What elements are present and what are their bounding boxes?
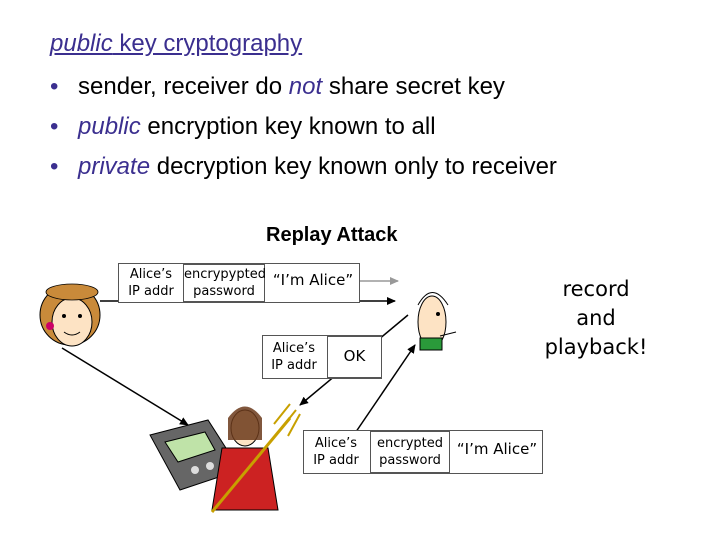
msg3-claim: “I’m Alice” [456,440,538,458]
trudy-icon [210,403,301,513]
msg3-password-line1: encrypted [376,436,444,451]
msg1-password-cell: encrypypted password [183,264,266,302]
recorder-icon [149,419,241,491]
msg1-claim: “I’m Alice” [272,271,354,289]
note-line-1: record [562,277,630,301]
msg2-alice-line2: IP addr [271,358,317,373]
bullet-dot: • [50,73,59,100]
message-3-box: Alice’s IP addr encrypted password “I’m … [303,430,543,474]
msg1-alice-line1: Alice’s [129,267,173,282]
msg2-ok: OK [343,347,366,365]
msg3-alice-line2: IP addr [313,453,359,468]
bullet-dot: • [50,153,59,180]
msg3-password-cell: encrypted password [370,431,450,473]
slide-heading: public key cryptography [50,30,302,58]
bullet-list: •sender, receiver do not share secret ke… [50,70,557,190]
bullet-item: •private decryption key known only to re… [50,150,557,190]
message-2-box: Alice’s IP addr OK [262,335,382,379]
msg2-ok-cell: OK [327,336,382,378]
msg1-password-line1: encrypypted [184,267,266,282]
heading-italic: public [50,30,113,57]
msg3-alice-line1: Alice’s [314,436,358,451]
arrow-alice-to-recorder [61,347,189,426]
diagram-title: Replay Attack [266,224,398,246]
bullet-item: •sender, receiver do not share secret ke… [50,70,557,110]
message-1-box: Alice’s IP addr encrypypted password “I’… [118,263,360,303]
msg1-password-line2: password [193,284,255,299]
heading-rest: key cryptography [112,30,303,57]
msg1-alice-line2: IP addr [128,284,174,299]
bob-icon [417,292,457,351]
msg3-password-line2: password [379,453,441,468]
alice-icon [39,283,101,347]
record-playback-note: record and playback! [540,275,652,362]
bullet-item: •public encryption key known to all [50,110,557,150]
note-line-2: and [576,306,616,330]
msg2-alice-line1: Alice’s [272,341,316,356]
bullet-dot: • [50,113,59,140]
note-line-3: playback! [544,335,648,359]
